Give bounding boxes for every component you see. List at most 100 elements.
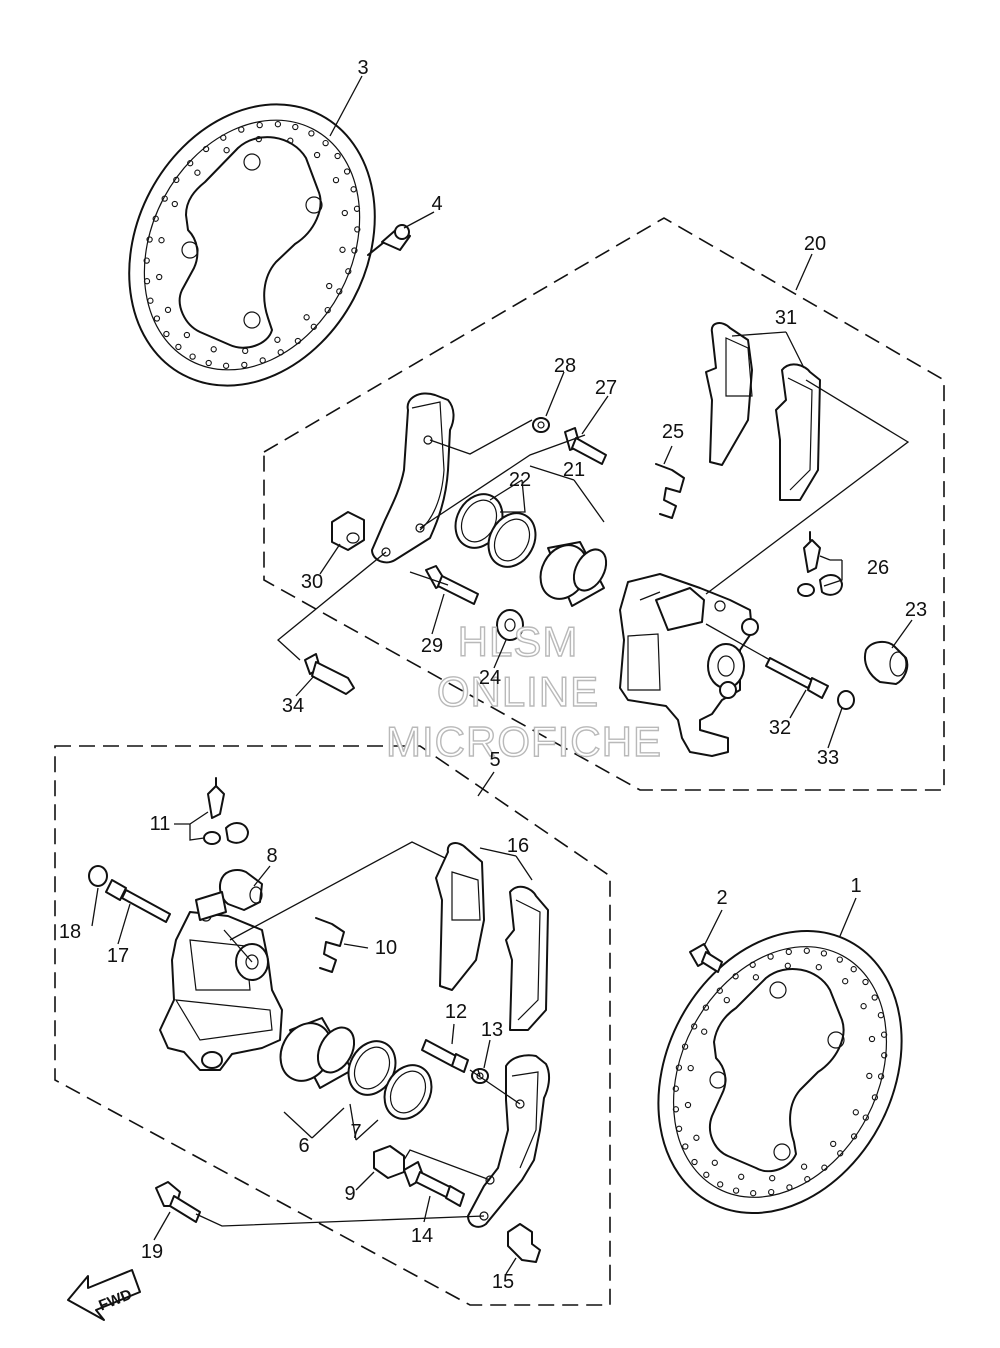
disk-vent-hole (277, 349, 284, 356)
callout-16: 16 (507, 835, 529, 857)
disk-vent-hole (732, 973, 739, 980)
callout-leaders (91, 75, 913, 1275)
disk-vent-hole (866, 1072, 873, 1080)
brake-caliper-rear (619, 573, 759, 757)
callout-34: 34 (282, 695, 304, 717)
disk-vent-hole (871, 1094, 879, 1101)
callout-26: 26 (867, 557, 889, 579)
washer-28 (532, 417, 550, 433)
disk-vent-hole (292, 123, 299, 131)
callout-15: 15 (492, 1271, 514, 1293)
disk-vent-hole (769, 1175, 776, 1182)
bolt-23 (864, 640, 909, 685)
callout-5: 5 (489, 749, 500, 771)
disk-vent-hole (786, 1184, 793, 1191)
disk-vent-hole (749, 961, 756, 968)
disk-vent-hole (681, 1043, 689, 1050)
disk-vent-hole (210, 346, 217, 353)
disk-vent-hole (852, 1109, 859, 1116)
disk-vent-hole (732, 1187, 740, 1194)
disk-vent-hole (350, 186, 357, 193)
callout-10: 10 (375, 937, 397, 959)
bleed-screw-11 (203, 777, 249, 845)
callout-labels: 3 4 20 31 28 27 25 21 22 26 30 23 29 24 … (59, 57, 927, 1293)
callout-29: 29 (421, 635, 443, 657)
disk-vent-hole (821, 1164, 828, 1171)
piston-21 (539, 541, 608, 607)
watermark-line-2: ONLINE (437, 668, 599, 715)
disk-vent-hole (146, 236, 153, 243)
disk-vent-hole (303, 314, 310, 321)
disk-vent-hole (171, 200, 178, 208)
disk-vent-hole (351, 247, 358, 254)
brake-caliper-front (159, 891, 283, 1071)
disk-vent-hole (205, 359, 212, 367)
plug-33 (837, 690, 855, 710)
callout-27: 27 (595, 377, 617, 399)
disk-vent-hole (702, 1004, 710, 1011)
disk-vent-hole (189, 353, 196, 360)
brake-disk-rear (128, 103, 376, 387)
callout-13: 13 (481, 1019, 503, 1041)
pin-12 (421, 1039, 469, 1073)
disk-vent-hole (738, 1173, 745, 1180)
piston-seals-22 (454, 493, 537, 568)
disk-vent-hole (324, 306, 331, 314)
watermark-line-3: MICROFICHE (386, 718, 662, 765)
disk-vent-hole (837, 1150, 844, 1157)
callout-32: 32 (769, 717, 791, 739)
disk-vent-hole (194, 169, 201, 176)
disk-vent-hole (877, 1012, 885, 1019)
assembly-boundary-20 (263, 217, 945, 791)
watermark-line-1: HLSM (458, 618, 579, 665)
disk-vent-hole (220, 134, 227, 141)
disk-vent-hole (716, 987, 723, 994)
disk-vent-hole (672, 1106, 680, 1113)
disk-vent-hole (836, 956, 843, 963)
callout-11: 11 (150, 813, 171, 835)
disk-vent-hole (163, 330, 170, 338)
disk-vent-hole (723, 996, 730, 1004)
disk-vent-hole (255, 135, 262, 143)
reference-lines-20 (277, 379, 910, 661)
disk-vent-hole (256, 121, 263, 129)
disk-vent-hole (143, 257, 150, 264)
disk-vent-hole (815, 964, 822, 971)
disk-vent-hole (703, 1171, 710, 1178)
disk-vent-hole (862, 1114, 869, 1121)
disk-vent-hole (693, 1134, 700, 1141)
disk-vent-hole (294, 337, 302, 345)
disk-vent-hole (336, 288, 343, 295)
disk-vent-hole (313, 151, 321, 159)
disk-vent-hole (820, 950, 828, 957)
reference-lines-5 (195, 841, 521, 1227)
callout-21: 21 (563, 459, 585, 481)
disk-vent-hole (868, 1035, 876, 1043)
assembly-boundary-5 (54, 745, 611, 1306)
disk-vent-hole (152, 215, 159, 222)
disk-vent-hole (287, 137, 294, 144)
disk-bolt-4 (367, 224, 411, 256)
disk-vent-hole (308, 130, 315, 137)
collar-8 (219, 869, 263, 911)
callout-23: 23 (905, 599, 927, 621)
disk-vent-hole (675, 1064, 683, 1071)
disk-vent-hole (768, 1188, 775, 1196)
brake-pads-31 (705, 322, 821, 501)
disk-vent-hole (672, 1085, 679, 1092)
callout-2: 2 (716, 887, 727, 909)
disk-vent-hole (223, 147, 230, 154)
callout-17: 17 (107, 945, 129, 967)
callout-22: 22 (509, 469, 531, 491)
disk-vent-hole (871, 994, 878, 1001)
callout-7: 7 (350, 1121, 361, 1143)
disk-vent-hole (187, 160, 194, 167)
disk-vent-hole (682, 1143, 689, 1150)
disk-vent-hole (675, 1125, 683, 1132)
bolt-19 (155, 1181, 201, 1223)
callout-18: 18 (59, 921, 81, 943)
disk-vent-hole (274, 121, 282, 128)
disk-vent-hole (334, 152, 341, 160)
disk-vent-hole (339, 246, 346, 253)
disk-vent-hole (345, 268, 352, 275)
